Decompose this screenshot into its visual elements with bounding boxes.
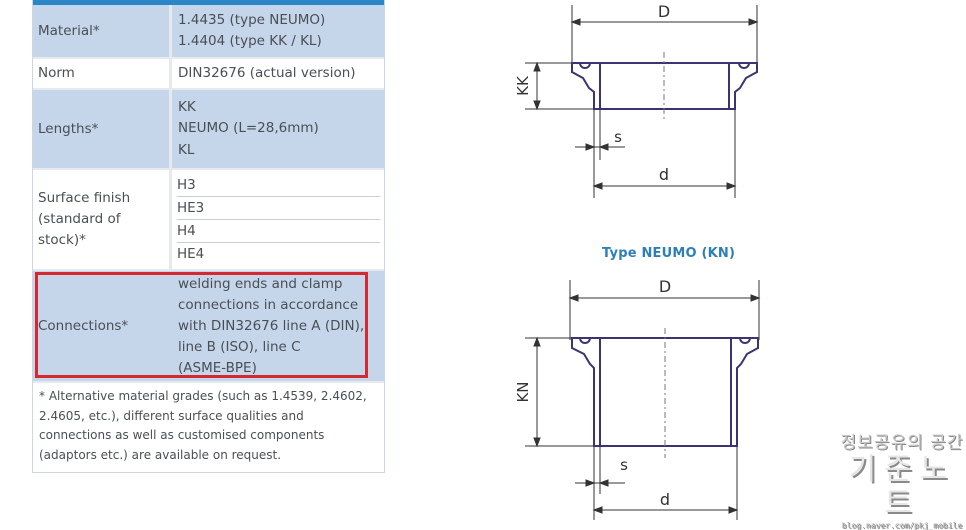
dim-label-d: d [659,165,669,184]
row-label: Lengths* [33,90,172,168]
row-label: Material* [33,5,172,57]
row-label: Norm [33,59,172,88]
table-footnote: * Alternative material grades (such as 1… [39,389,367,462]
table-row-lengths: Lengths* KK NEUMO (L=28,6mm) KL [33,90,384,170]
value-line: welding ends and clamp [178,275,343,292]
dim-label-height: KN [514,381,532,402]
value-line: KL [178,141,195,158]
table-row-material: Material* 1.4435 (type NEUMO) 1.4404 (ty… [33,5,384,59]
dim-label-d: d [660,490,670,509]
drawing-title-neumo: Type NEUMO (KN) [602,246,736,261]
value-line: NEUMO (L=28,6mm) [178,120,319,137]
table-row-surface-finish: Surface finish (standard of stock)* H3 H… [33,170,384,271]
value-line: H4 [177,220,380,243]
spec-table: Material* 1.4435 (type NEUMO) 1.4404 (ty… [32,0,385,473]
value-line: DIN32676 (actual version) [178,64,356,81]
row-label: Surface finish (standard of stock)* [33,170,172,269]
watermark: 정보공유의 공간 기준노트 blog.naver.com/pkj_mobile [838,428,966,530]
value-line: line B (ISO), line C [178,338,301,355]
row-value: KK NEUMO (L=28,6mm) KL [172,90,384,168]
value-line: HE4 [177,246,205,262]
watermark-url: blog.naver.com/pkj_mobile [841,521,963,530]
row-label: Connections* [38,317,129,334]
value-line: (ASME-BPE) [178,359,257,376]
table-row-connections: Connections* welding ends and clamp conn… [33,271,384,383]
row-value: welding ends and clamp connections in ac… [172,271,384,381]
value-line: 1.4404 (type KK / KL) [178,33,322,49]
row-value: DIN32676 (actual version) [172,59,384,88]
drawing-type-kk: D KK s d [490,0,780,200]
value-line: HE3 [177,197,380,220]
dim-label-D: D [658,2,670,21]
watermark-line1: 정보공유의 공간 [840,433,964,453]
value-line: 1.4435 (type NEUMO) [178,11,326,28]
table-header-bar [33,0,384,5]
value-line: KK [178,98,196,115]
row-value: 1.4435 (type NEUMO) 1.4404 (type KK / KL… [172,5,384,57]
value-line: connections in accordance [178,296,359,313]
dim-label-s: s [620,456,628,474]
dim-label-D: D [659,277,671,296]
row-value: H3 HE3 H4 HE4 [172,170,384,269]
dim-label-height: KK [514,75,532,96]
drawing-type-neumo: D KN s d [490,262,780,522]
table-row-norm: Norm DIN32676 (actual version) [33,59,384,90]
dim-label-s: s [614,128,622,146]
watermark-line2: 기준노트 [848,452,956,521]
value-line: with DIN32676 line A (DIN), [178,317,365,334]
value-line: H3 [177,174,380,197]
